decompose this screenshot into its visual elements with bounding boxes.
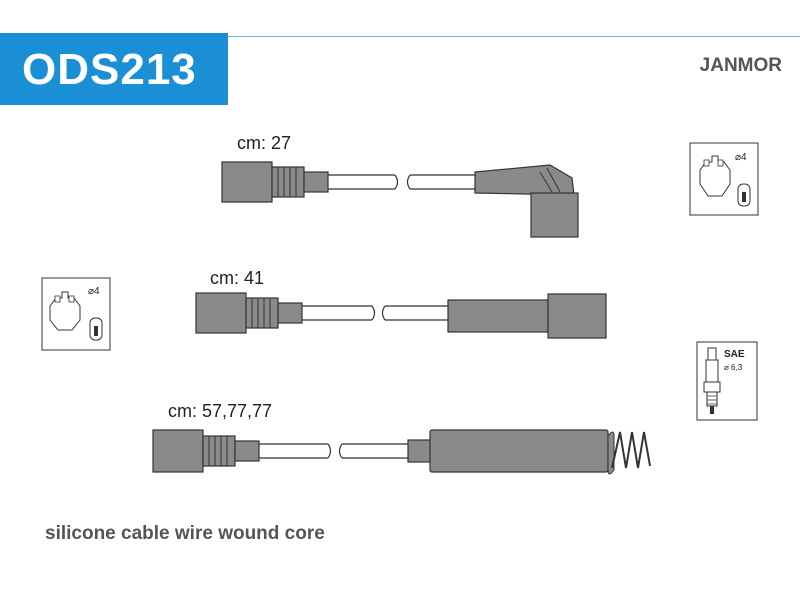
distributor-top-diameter: ⌀4 xyxy=(735,152,747,163)
distributor-top-icon xyxy=(689,142,759,216)
cable-3-boot-left xyxy=(152,429,204,473)
cable-2-sleeve xyxy=(277,302,303,324)
cable-1-boot-left xyxy=(221,161,273,203)
cable-description: silicone cable wire wound core xyxy=(45,523,325,544)
spark-plug-diameter: ⌀ 6,3 xyxy=(724,363,743,372)
cable-2-long-boot xyxy=(447,299,549,333)
product-code: ODS213 xyxy=(22,45,197,94)
cable-3-length: cm: 57,77,77 xyxy=(168,401,273,421)
cable-3-ferrule xyxy=(407,439,433,463)
cable-2 xyxy=(195,292,607,339)
cable-1-wire-left xyxy=(328,174,395,190)
distributor-left-diameter: ⌀4 xyxy=(88,286,100,297)
cable-3 xyxy=(152,429,651,475)
cable-2-wire-right xyxy=(385,305,448,321)
header-rule xyxy=(228,36,800,37)
cable-2-wire-left xyxy=(302,305,372,321)
cable-3-spring-icon xyxy=(611,431,651,469)
brand-name: JANMOR xyxy=(699,55,782,76)
cable-3-wire-right xyxy=(342,443,408,459)
cable-3-ribbed-collar xyxy=(202,435,236,467)
cable-2-boot-left xyxy=(195,292,247,334)
cable-1-plug-cap xyxy=(530,192,579,238)
cable-2-length: cm: 41 xyxy=(210,268,265,288)
spark-plug-icon xyxy=(696,341,758,421)
cable-1 xyxy=(221,161,579,238)
cable-2-plug-cap xyxy=(547,293,607,339)
cable-1-ribbed-collar xyxy=(271,166,305,198)
cable-3-sleeve xyxy=(234,440,260,462)
distributor-left-icon xyxy=(41,277,111,351)
cable-1-wire-right xyxy=(410,174,475,190)
product-code-badge xyxy=(0,33,228,105)
cable-2-ribbed-collar xyxy=(245,297,279,329)
cable-3-long-boot xyxy=(429,429,609,473)
cable-1-sleeve xyxy=(303,171,329,193)
cable-1-length: cm: 27 xyxy=(237,133,292,153)
cable-3-wire-left xyxy=(259,443,328,459)
spark-plug-standard: SAE xyxy=(724,349,745,360)
